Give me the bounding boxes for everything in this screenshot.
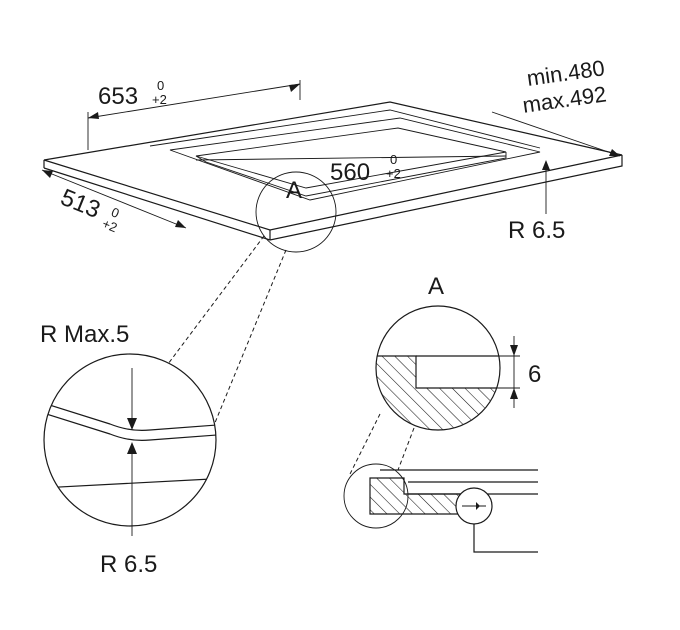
dim-thickness-group: min.480 max.492 <box>521 55 608 118</box>
small-edge-arrow <box>476 502 480 510</box>
dim-513-group: 513 0 +2 <box>57 184 122 235</box>
dim-653-label: 653 <box>98 83 138 110</box>
dim-560-tol-top: 0 <box>390 152 397 167</box>
corner-radius-max-arrow <box>127 418 137 430</box>
dim-513-arrow-right <box>175 220 186 228</box>
leader-dash-4 <box>397 427 415 471</box>
corner-edge-outer <box>44 401 216 431</box>
dim-653-tol-bottom: +2 <box>152 92 167 107</box>
corner-radius-max-label: R Max.5 <box>40 321 129 348</box>
dim-560-tol-bottom: +2 <box>386 166 401 181</box>
depth-arrow-bottom <box>510 388 518 399</box>
corner-detail <box>43 353 217 536</box>
dim-653-line <box>87 83 301 119</box>
dim-653-tol-top: 0 <box>157 78 164 93</box>
leader-dash-3 <box>349 413 381 475</box>
dim-513-label: 513 <box>57 184 104 224</box>
countertop-perspective <box>41 80 623 253</box>
dim-653-arrow-right <box>289 84 300 92</box>
leader-dash-1 <box>161 235 265 373</box>
section-label-a: A <box>428 273 444 300</box>
depth-arrow-top <box>510 345 518 356</box>
corner-edge-inner <box>44 411 216 441</box>
dim-513-arrow-left <box>42 170 53 178</box>
corner-radius-label: R 6.5 <box>100 551 157 578</box>
dim-560-line <box>195 155 507 161</box>
dim-560-label: 560 <box>330 159 370 186</box>
detail-label-top: A <box>286 177 302 204</box>
leader-dash-2 <box>211 249 287 431</box>
corner-lower-edge <box>44 477 216 489</box>
dim-thickness-arrow <box>609 149 620 156</box>
back-board-line <box>149 109 541 149</box>
cutout-outline <box>169 117 541 201</box>
radius-leader-arrow <box>542 160 550 170</box>
small-bottom-line <box>473 524 538 553</box>
dim-653-arrow-left <box>88 112 99 119</box>
corner-radius-arrow <box>127 442 137 454</box>
detail-circle-top <box>255 171 337 253</box>
small-section-view <box>343 463 538 553</box>
dim-513-tol-bottom: +2 <box>100 216 119 235</box>
radius-label-top: R 6.5 <box>508 217 565 244</box>
section-depth-label: 6 <box>528 361 541 388</box>
countertop-front-edge <box>43 155 623 241</box>
section-detail-a <box>375 305 520 431</box>
small-hatch <box>369 477 461 515</box>
small-detail-circle <box>343 463 409 529</box>
dim-thickness-line <box>491 111 621 157</box>
dim-513-line <box>41 169 187 229</box>
